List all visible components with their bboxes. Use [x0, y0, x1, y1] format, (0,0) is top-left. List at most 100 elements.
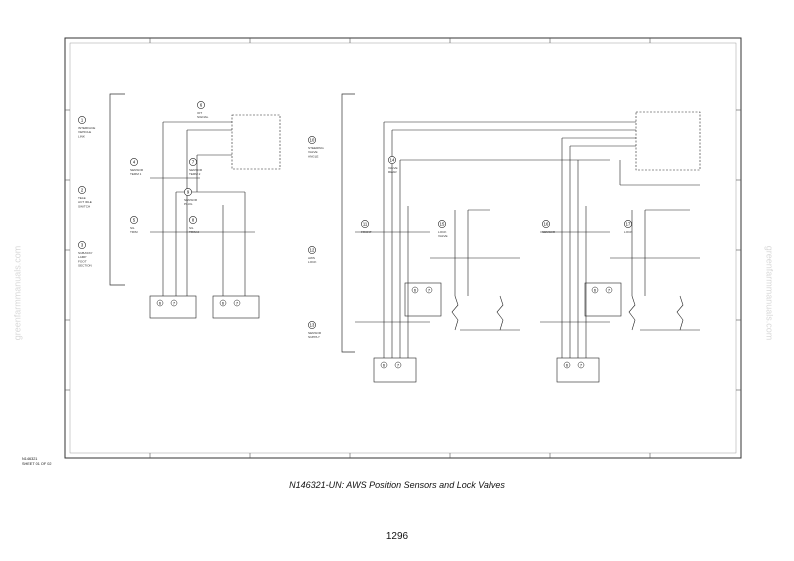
connector-pin-number: 6 [222, 301, 225, 306]
callout-label: REAR [388, 170, 397, 174]
callout-number: 6 [200, 103, 203, 108]
callout-label: IOT [197, 111, 202, 115]
right-wiring [540, 111, 701, 383]
callout-label: LAMP [78, 255, 86, 259]
callout-label: ACT IDLE [78, 200, 92, 204]
connector-pin [170, 299, 178, 307]
connector-pin [380, 361, 388, 369]
callout-label: SENSOR [189, 168, 203, 172]
callout-label: TRIM [130, 230, 138, 234]
callout-circle [197, 101, 205, 109]
page-number: 1296 [385, 531, 409, 542]
sheet-number: SHEET 01 OF 02 [22, 461, 52, 466]
callout-label: TRIM 2 [189, 230, 199, 234]
connector-pin [591, 286, 599, 294]
connector-pin [411, 286, 419, 294]
callout-circle [130, 216, 138, 224]
callout-label: INTERFACE [78, 126, 95, 130]
callout-circle [388, 156, 396, 164]
connector-pin-number: 6 [594, 288, 597, 293]
callout-number: 9 [187, 190, 190, 195]
callout-label: SUBASSY [78, 251, 93, 255]
callout-label: SIGNAL [197, 115, 209, 119]
connector-pin [577, 361, 585, 369]
callout-number: 4 [133, 160, 136, 165]
callout-circle [189, 158, 197, 166]
callout-number: 3 [81, 243, 84, 248]
inner-border [69, 42, 737, 454]
callout-label: VALVE [438, 234, 448, 238]
callout-circle [624, 220, 632, 228]
callout-number: 13 [310, 323, 315, 328]
callout-label: SWITCH [78, 204, 90, 208]
connector-pin [219, 299, 227, 307]
left-bracket [109, 93, 355, 353]
callout-label: PLUG [184, 202, 193, 206]
callout-number: 16 [544, 222, 549, 227]
callout-label: VEHICLE [78, 130, 91, 134]
connector-pin [156, 299, 164, 307]
callout-number: 15 [440, 222, 445, 227]
watermark-left: greenfarmmanuals.com [12, 245, 23, 341]
connector-pin-number: 7 [236, 301, 239, 306]
callout-circle [361, 220, 369, 228]
callout-label: AWS [308, 256, 315, 260]
callout-label: SENSOR [184, 198, 198, 202]
connector-pin [425, 286, 433, 294]
connector-pin [394, 361, 402, 369]
middle-wiring [355, 121, 636, 383]
callout-label: SUPPLY [308, 335, 320, 339]
callout-number: 1 [81, 118, 84, 123]
callout-label: TELE [78, 196, 86, 200]
callout-number: 10 [310, 138, 315, 143]
callout-label: VALVE [388, 166, 398, 170]
callout-number: 8 [192, 218, 195, 223]
sheet-id: N146321 SHEET 01 OF 02 [22, 457, 51, 466]
connector-pin-number: 6 [159, 301, 162, 306]
callout-number: 12 [310, 248, 315, 253]
border-ticks [65, 38, 741, 458]
connector-pin-number: 6 [414, 288, 417, 293]
callout-label: SENSOR [308, 331, 322, 335]
callout-number: 14 [390, 158, 395, 163]
callout-label: LINK [78, 134, 86, 138]
figure-caption: N146321-UN: AWS Position Sensors and Loc… [289, 480, 505, 490]
callout-label: VALVE [308, 150, 318, 154]
callout-label: TERM 2 [189, 172, 201, 176]
callout-circle [308, 321, 316, 329]
callout-circle [78, 116, 86, 124]
callout-circle [130, 158, 138, 166]
callout-number: 7 [192, 160, 195, 165]
connector-pin [563, 361, 571, 369]
callout-number: 2 [81, 188, 84, 193]
connector-pin [605, 286, 613, 294]
left-wiring [149, 114, 281, 319]
callout-label: SECTION [78, 264, 92, 268]
connector-pin [233, 299, 241, 307]
callout-label: SIL [189, 226, 194, 230]
outer-border [64, 37, 742, 459]
callout-label: TERM 1 [130, 172, 142, 176]
callout-number: 17 [626, 222, 631, 227]
connector-pin-number: 7 [580, 363, 583, 368]
callout-number: 11 [363, 222, 368, 227]
callout-label: SENSOR [130, 168, 144, 172]
callout-circle [189, 216, 197, 224]
callout-number: 5 [133, 218, 136, 223]
callout-circle [308, 136, 316, 144]
sheet-code: N146321 [22, 457, 38, 461]
callout-circle [78, 186, 86, 194]
callout-circle [438, 220, 446, 228]
